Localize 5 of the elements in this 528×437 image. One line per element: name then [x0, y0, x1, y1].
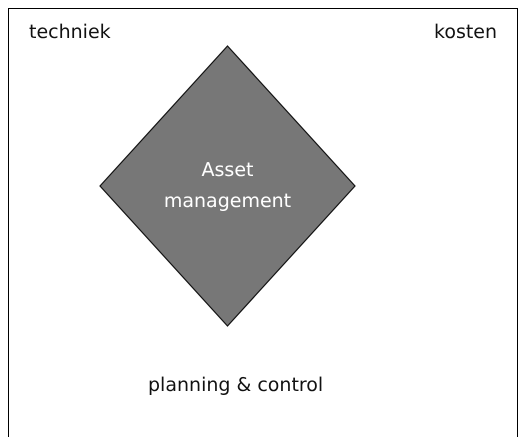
corner-label: kosten	[434, 21, 498, 43]
frame-box	[8, 8, 518, 437]
diamond-label: Asset management	[162, 158, 292, 214]
corner-label: techniek	[29, 21, 111, 43]
corner-label: planning & control	[148, 374, 324, 396]
